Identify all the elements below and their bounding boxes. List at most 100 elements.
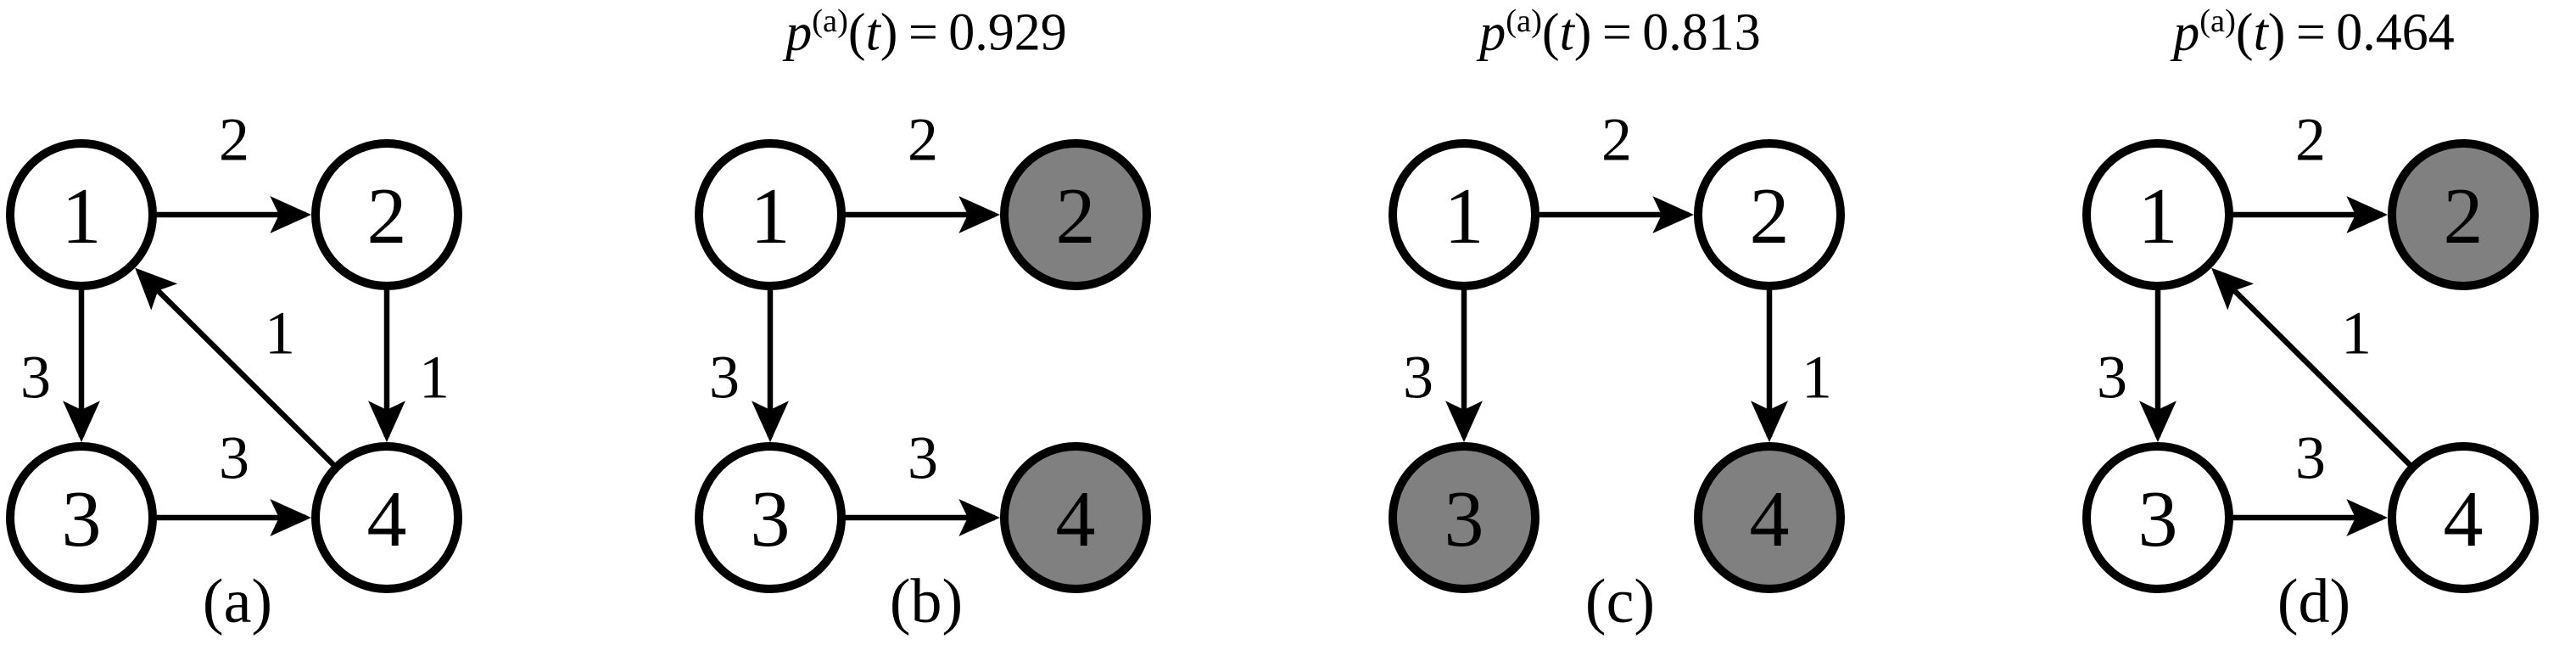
edge-weight-label: 3 (219, 424, 249, 492)
node-2[interactable]: 2 (2388, 139, 2539, 290)
panel-d-title-close-paren: ) (2267, 3, 2286, 62)
node-circle[interactable] (1000, 442, 1151, 593)
node-label: 3 (751, 475, 791, 563)
node-circle[interactable] (695, 139, 846, 290)
panel-b-title-symbol: p (785, 3, 813, 62)
panel-a-nodes: 1 2 3 4 (6, 139, 462, 593)
node-2[interactable]: 2 (311, 139, 462, 290)
edge-weight-label: 2 (1601, 106, 1632, 174)
node-circle[interactable] (311, 442, 462, 593)
edge-weight-label: 2 (219, 106, 249, 174)
node-circle[interactable] (2082, 139, 2233, 290)
edge-4-to-1: 1 (135, 267, 340, 471)
node-label: 3 (1444, 475, 1484, 563)
node-circle[interactable] (1694, 442, 1845, 593)
node-circle[interactable] (1694, 139, 1845, 290)
node-1[interactable]: 1 (6, 139, 157, 290)
node-label: 1 (751, 172, 791, 261)
node-label: 4 (367, 475, 407, 563)
node-1[interactable]: 1 (2082, 139, 2233, 290)
node-label: 4 (2444, 475, 2484, 563)
node-label: 2 (1750, 172, 1790, 261)
panel-c-title-symbol: p (1479, 3, 1506, 62)
edge-2-to-4: 1 (368, 284, 450, 443)
node-circle[interactable] (6, 139, 157, 290)
edge-weight-label: 3 (2097, 344, 2127, 412)
panel-a-caption: (a) (202, 567, 273, 636)
edge-3-to-4: 3 (2227, 424, 2389, 536)
node-circle[interactable] (311, 139, 462, 290)
edge-weight-label: 1 (2341, 300, 2372, 367)
panel-c-title-superscript: (a) (1506, 3, 1542, 39)
edge-1-to-2: 2 (1534, 106, 1695, 233)
node-circle[interactable] (2388, 442, 2539, 593)
panel-d-title-superscript: (a) (2199, 3, 2236, 39)
panel-c-title-close-paren: ) (1573, 3, 1592, 62)
edge-line (135, 267, 340, 471)
node-4[interactable]: 4 (2388, 442, 2539, 593)
panel-b-title-open-paren: ( (847, 3, 866, 62)
node-1[interactable]: 1 (695, 139, 846, 290)
panel-c-title-equals: = (1591, 3, 1643, 62)
node-circle[interactable] (1389, 442, 1539, 593)
edge-weight-label: 1 (1802, 344, 1832, 412)
panel-d-title-value: 0.464 (2336, 3, 2455, 62)
edge-weight-label: 3 (709, 344, 740, 412)
node-3[interactable]: 3 (6, 442, 157, 593)
node-3[interactable]: 3 (1389, 442, 1539, 593)
node-4[interactable]: 4 (311, 442, 462, 593)
node-circle[interactable] (1000, 139, 1151, 290)
panel-b-title-value: 0.929 (948, 3, 1067, 62)
edge-3-to-4: 3 (151, 424, 312, 536)
panel-c-title-open-paren: ( (1541, 3, 1560, 62)
node-label: 4 (1750, 475, 1790, 563)
edge-4-to-1: 1 (2211, 267, 2417, 471)
node-4[interactable]: 4 (1000, 442, 1151, 593)
panel-c-title-value: 0.813 (1642, 3, 1761, 62)
edge-3-to-4: 3 (840, 424, 1001, 536)
panel-c-title: p(a)(t) = 0.813 (1383, 5, 1858, 59)
node-label: 4 (1056, 475, 1096, 563)
edge-weight-label: 3 (20, 344, 51, 412)
node-label: 3 (62, 475, 102, 563)
node-label: 1 (1444, 172, 1484, 261)
edge-weight-label: 2 (908, 106, 938, 174)
panel-c-caption: (c) (1584, 567, 1656, 636)
node-circle[interactable] (1389, 139, 1539, 290)
panel-d-title-open-paren: ( (2235, 3, 2254, 62)
panel-d-title-variable: t (2253, 3, 2268, 62)
edge-weight-label: 1 (265, 300, 295, 367)
node-circle[interactable] (6, 442, 157, 593)
node-label: 2 (367, 172, 407, 261)
edge-weight-label: 1 (419, 344, 450, 412)
node-4[interactable]: 4 (1694, 442, 1845, 593)
node-1[interactable]: 1 (1389, 139, 1539, 290)
node-label: 1 (2138, 172, 2178, 261)
edge-1-to-3: 3 (20, 284, 100, 443)
node-circle[interactable] (2388, 139, 2539, 290)
edge-1-to-2: 2 (151, 106, 312, 233)
node-3[interactable]: 3 (695, 442, 846, 593)
edge-weight-label: 2 (2295, 106, 2326, 174)
edge-1-to-3: 3 (2097, 284, 2176, 443)
node-circle[interactable] (695, 442, 846, 593)
panel-b-title-equals: = (897, 3, 949, 62)
node-circle[interactable] (2082, 442, 2233, 593)
node-3[interactable]: 3 (2082, 442, 2233, 593)
panel-c-nodes: 1 2 3 4 (1389, 139, 1845, 593)
edge-line (2211, 267, 2417, 471)
panel-b-title: p(a)(t) = 0.929 (689, 5, 1164, 59)
node-label: 3 (2138, 475, 2178, 563)
node-2[interactable]: 2 (1000, 139, 1151, 290)
panel-b-edges: 2 3 3 (709, 106, 1001, 536)
node-2[interactable]: 2 (1694, 139, 1845, 290)
